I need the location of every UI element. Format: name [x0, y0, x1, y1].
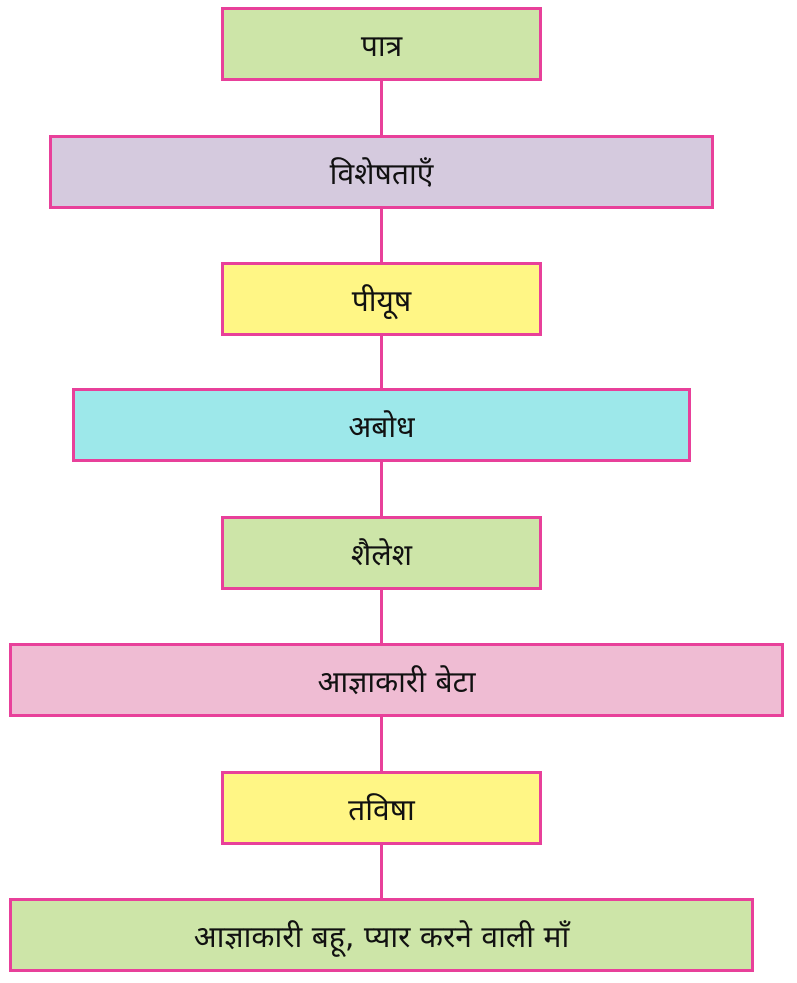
node-shailesh-trait: आज्ञाकारी बेटा [9, 643, 784, 717]
node-tavisha: तविषा [221, 771, 542, 845]
node-tavisha-trait: आज्ञाकारी बहू, प्यार करने वाली माँ [9, 898, 754, 972]
node-shailesh: शैलेश [221, 516, 542, 590]
connector-line [380, 81, 383, 135]
connector-line [380, 717, 383, 771]
node-characters-heading: पात्र [221, 7, 542, 81]
connector-line [380, 209, 383, 262]
connector-line [380, 845, 383, 898]
connector-line [380, 462, 383, 516]
node-piyush-trait: अबोध [72, 388, 691, 462]
connector-line [380, 590, 383, 643]
node-traits-heading: विशेषताएँ [49, 135, 714, 209]
node-piyush: पीयूष [221, 262, 542, 336]
connector-line [380, 336, 383, 388]
